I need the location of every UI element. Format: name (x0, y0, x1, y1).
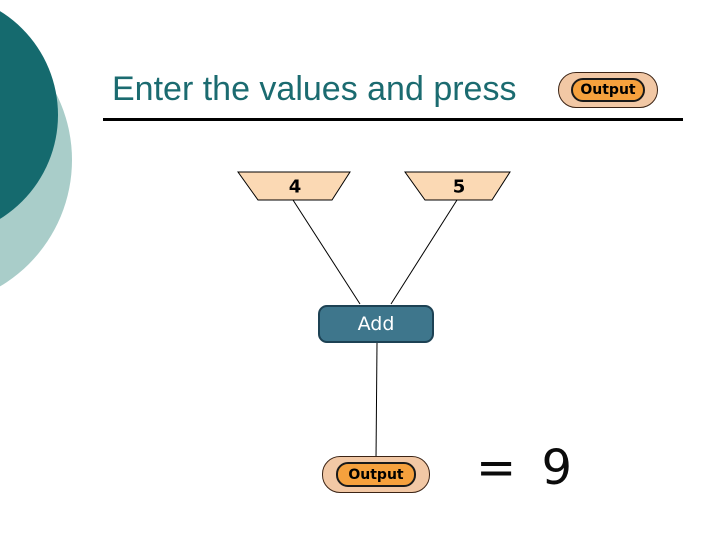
connector-left (292, 199, 361, 305)
output-button-top-label: Output (571, 78, 645, 102)
output-button-bottom-label: Output (336, 462, 416, 487)
input-trapezoid-2[interactable] (404, 171, 511, 201)
connector-bottom (375, 342, 378, 461)
add-button[interactable]: Add (318, 305, 434, 343)
connector-right (390, 199, 458, 305)
output-button-bottom[interactable]: Output (322, 456, 430, 493)
title-underline (103, 118, 683, 121)
output-button-top[interactable]: Output (558, 72, 658, 108)
result-text: = 9 (476, 440, 573, 496)
add-button-label: Add (357, 313, 395, 335)
input-trapezoid-1[interactable] (237, 171, 351, 201)
input-value-1: 4 (288, 176, 302, 198)
input-value-2: 5 (452, 176, 466, 198)
slide-title: Enter the values and press (112, 70, 517, 108)
